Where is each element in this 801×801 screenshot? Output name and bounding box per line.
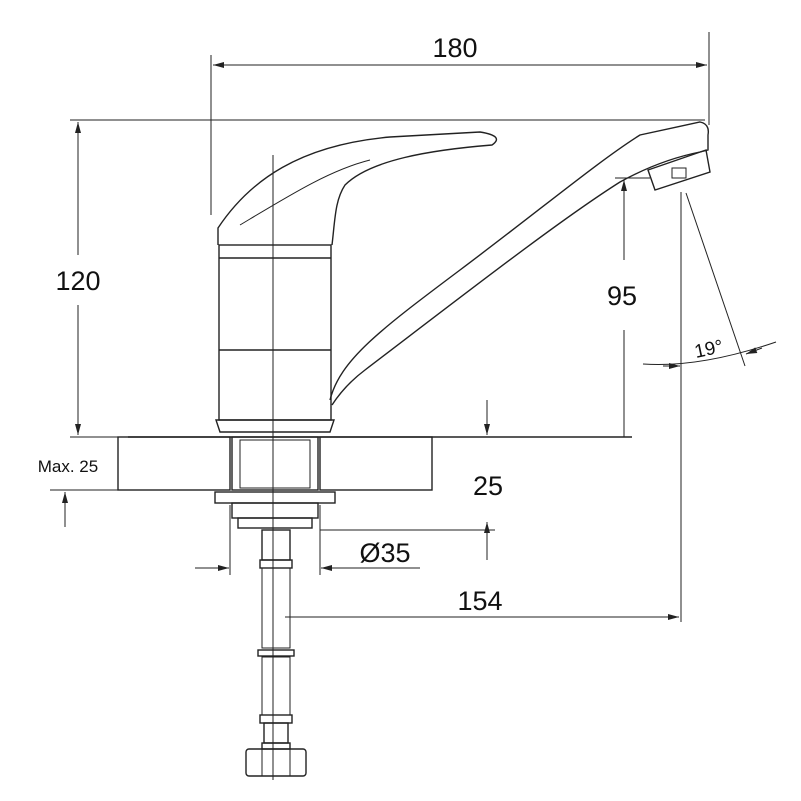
dimension-120: 120 [55, 119, 705, 438]
dimension-label-120: 120 [55, 266, 100, 296]
dimension-180: 180 [210, 32, 710, 215]
dimension-label-154: 154 [457, 586, 502, 616]
dimension-label-180: 180 [432, 33, 477, 63]
dimension-label-max-25: Max. 25 [38, 457, 98, 476]
dimension-diameter-35: Ø35 [195, 505, 420, 575]
dimension-25: 25 [320, 400, 503, 560]
dimension-angle-19: 19° [642, 192, 777, 622]
dimension-label-25: 25 [473, 471, 503, 501]
supply-hose [245, 567, 307, 777]
countertop [117, 436, 632, 491]
dimension-label-95: 95 [607, 281, 637, 311]
dimension-max-25: Max. 25 [38, 457, 118, 527]
dimension-95: 95 [607, 177, 650, 437]
faucet-body [215, 121, 711, 780]
dimension-label-19deg: 19° [693, 336, 725, 363]
mounting-shank [214, 436, 336, 569]
dimension-label-diameter-35: Ø35 [359, 538, 410, 568]
dimension-154: 154 [285, 586, 679, 620]
